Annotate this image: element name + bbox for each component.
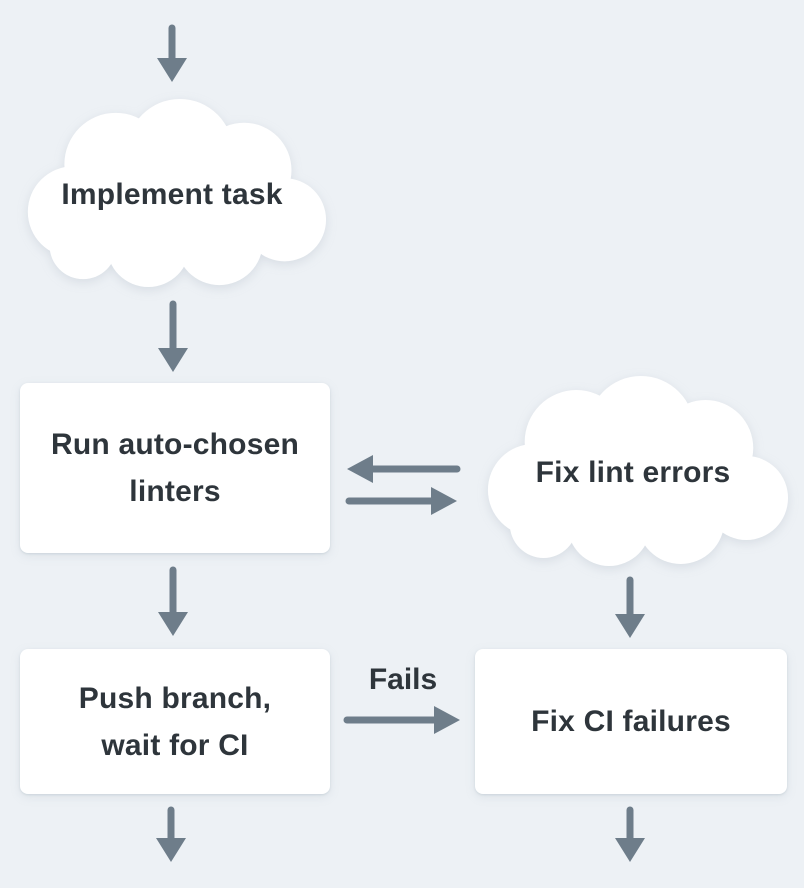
edge-implement-to-linters [155,300,191,374]
cloud-shape-icon [27,98,327,288]
node-fix-ci-failures: Fix CI failures [475,649,787,794]
edge-label-fails: Fails [368,663,438,696]
arrow-head [431,487,457,515]
edge-fix-lint-to-fix-ci [612,576,648,640]
node-label: Fix lint errors [535,455,731,489]
node-label: Run auto-chosen linters [51,428,299,508]
arrow-right-icon [345,487,457,515]
node-implement-task: Implement task [14,95,330,293]
arrow-right-icon [343,706,460,734]
node-push-branch: Push branch, wait for CI [20,649,330,794]
arrow-down-icon [158,300,188,372]
arrow-head [156,838,186,862]
edge-push-to-fix-ci [342,704,464,736]
arrow-down-icon [158,566,188,636]
arrow-head [157,58,187,82]
edge-push-branch-exit [153,806,189,864]
node-label: Push branch, wait for CI [78,681,272,762]
arrow-down-icon [156,806,186,862]
node-label: Implement task [61,177,283,211]
arrow-left-icon [347,455,461,483]
arrow-down-icon [615,576,645,638]
arrow-down-icon [157,24,187,82]
arrow-head [615,614,645,638]
cloud-shape [487,376,789,566]
cloud-shape-icon [487,376,789,566]
node-run-linters: Run auto-chosen linters [20,383,330,553]
arrow-head [158,612,188,636]
edge-entry-to-implement-task [154,24,190,84]
arrow-down-icon [615,806,645,862]
edge-fix-ci-exit [612,806,648,864]
node-label: Fix CI failures [531,705,731,738]
edge-linters-to-fix-lint [345,485,461,517]
edge-fix-lint-to-linters [345,453,461,485]
arrow-head [347,455,373,483]
arrow-head [615,838,645,862]
node-fix-lint-errors: Fix lint errors [474,372,792,572]
cloud-shape [27,98,327,288]
arrow-head [158,348,188,372]
arrow-head [434,706,460,734]
edge-linters-to-push [155,566,191,638]
